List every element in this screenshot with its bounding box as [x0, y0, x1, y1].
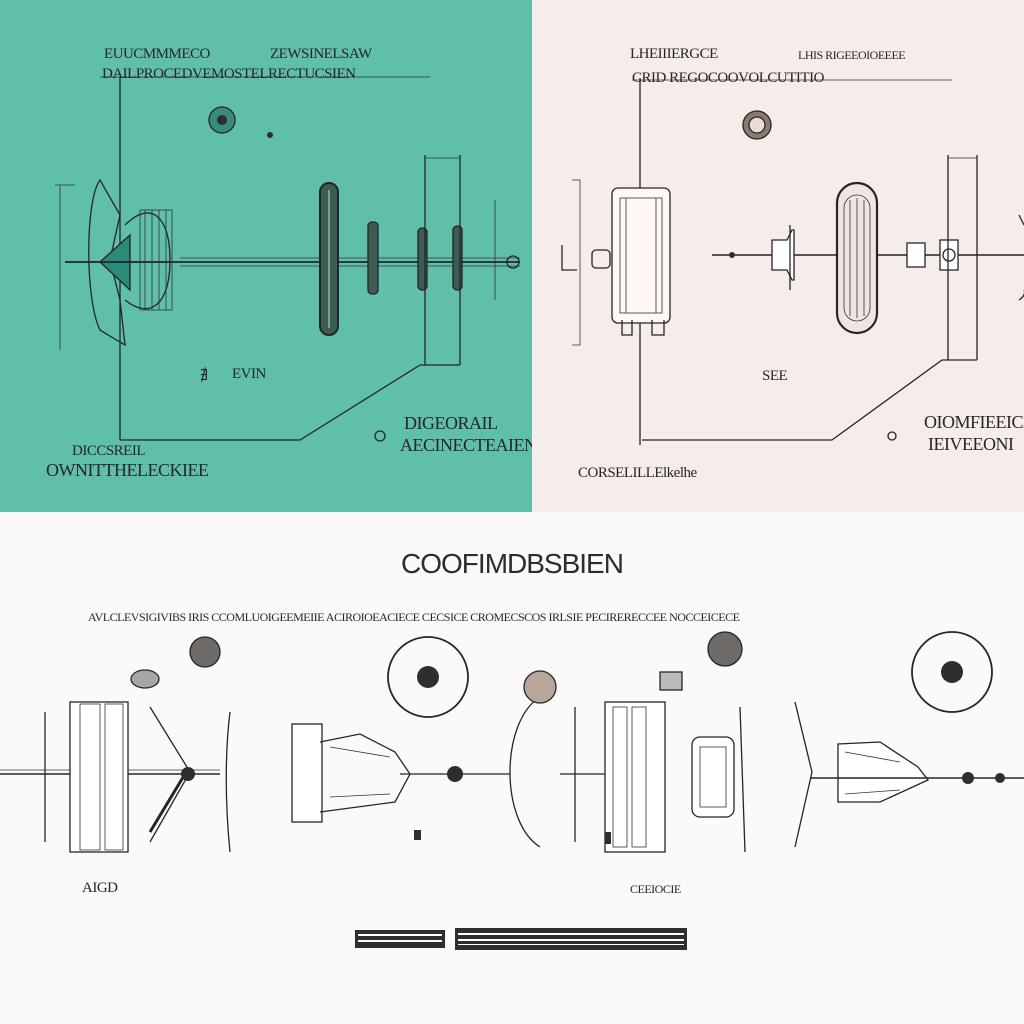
pink-heading-2: CRID REGOCOOVOLCUTITIO — [632, 70, 824, 86]
white-label-left: AIGD — [82, 880, 118, 896]
white-diagram-panel: COOFIMDBSBIEN AVLCLEVSIGIVIBS IRIS CCOML… — [0, 512, 1024, 1024]
teal-heading-1a: EUUCMMMECO — [104, 46, 210, 62]
pink-bottom-right-1: OIOMFIEEICE — [924, 412, 1024, 432]
teal-schematic-drawing — [55, 76, 520, 442]
pink-bottom-right-2: IEIVEEONI — [928, 434, 1014, 454]
teal-heading-1b: ZEWSINELSAW — [270, 46, 372, 62]
pink-heading-1a: LHEIIIERGCE — [630, 46, 718, 62]
teal-mid-label: EVIN — [232, 366, 266, 382]
teal-bottom-right-1: DIGEORAIL — [404, 413, 498, 433]
pink-schematic-drawing — [561, 78, 1024, 445]
pink-mid-label: SEE — [762, 368, 788, 384]
white-schematic-drawing — [0, 631, 1024, 950]
teal-bottom-left-1: DICCSREIL — [72, 443, 146, 459]
pink-heading-1b: LHIS RIGEEOIOEEEE — [798, 48, 906, 62]
main-subtitle: AVLCLEVSIGIVIBS IRIS CCOMLUOIGEEMEIIE AC… — [88, 610, 740, 624]
white-label-center: CEEIOCIE — [630, 882, 681, 896]
teal-bottom-left-2: OWNITTHELECKIEE — [46, 460, 209, 480]
teal-heading-2: DAILPROCEDVEMOSTELRECTUCSIEN — [102, 66, 356, 82]
main-title: COOFIMDBSBIEN — [401, 548, 624, 579]
pink-diagram-panel: LHEIIIERGCE LHIS RIGEEOIOEEEE CRID REGOC… — [532, 0, 1024, 512]
teal-mid-mark: ∄ — [200, 368, 208, 384]
teal-bottom-right-2: AECINECTEAIENMIEK — [400, 435, 532, 455]
pink-bottom-left-1: CORSELILLElkelhe — [578, 465, 697, 481]
teal-diagram-panel: EUUCMMMECO ZEWSINELSAW DAILPROCEDVEMOSTE… — [0, 0, 532, 512]
